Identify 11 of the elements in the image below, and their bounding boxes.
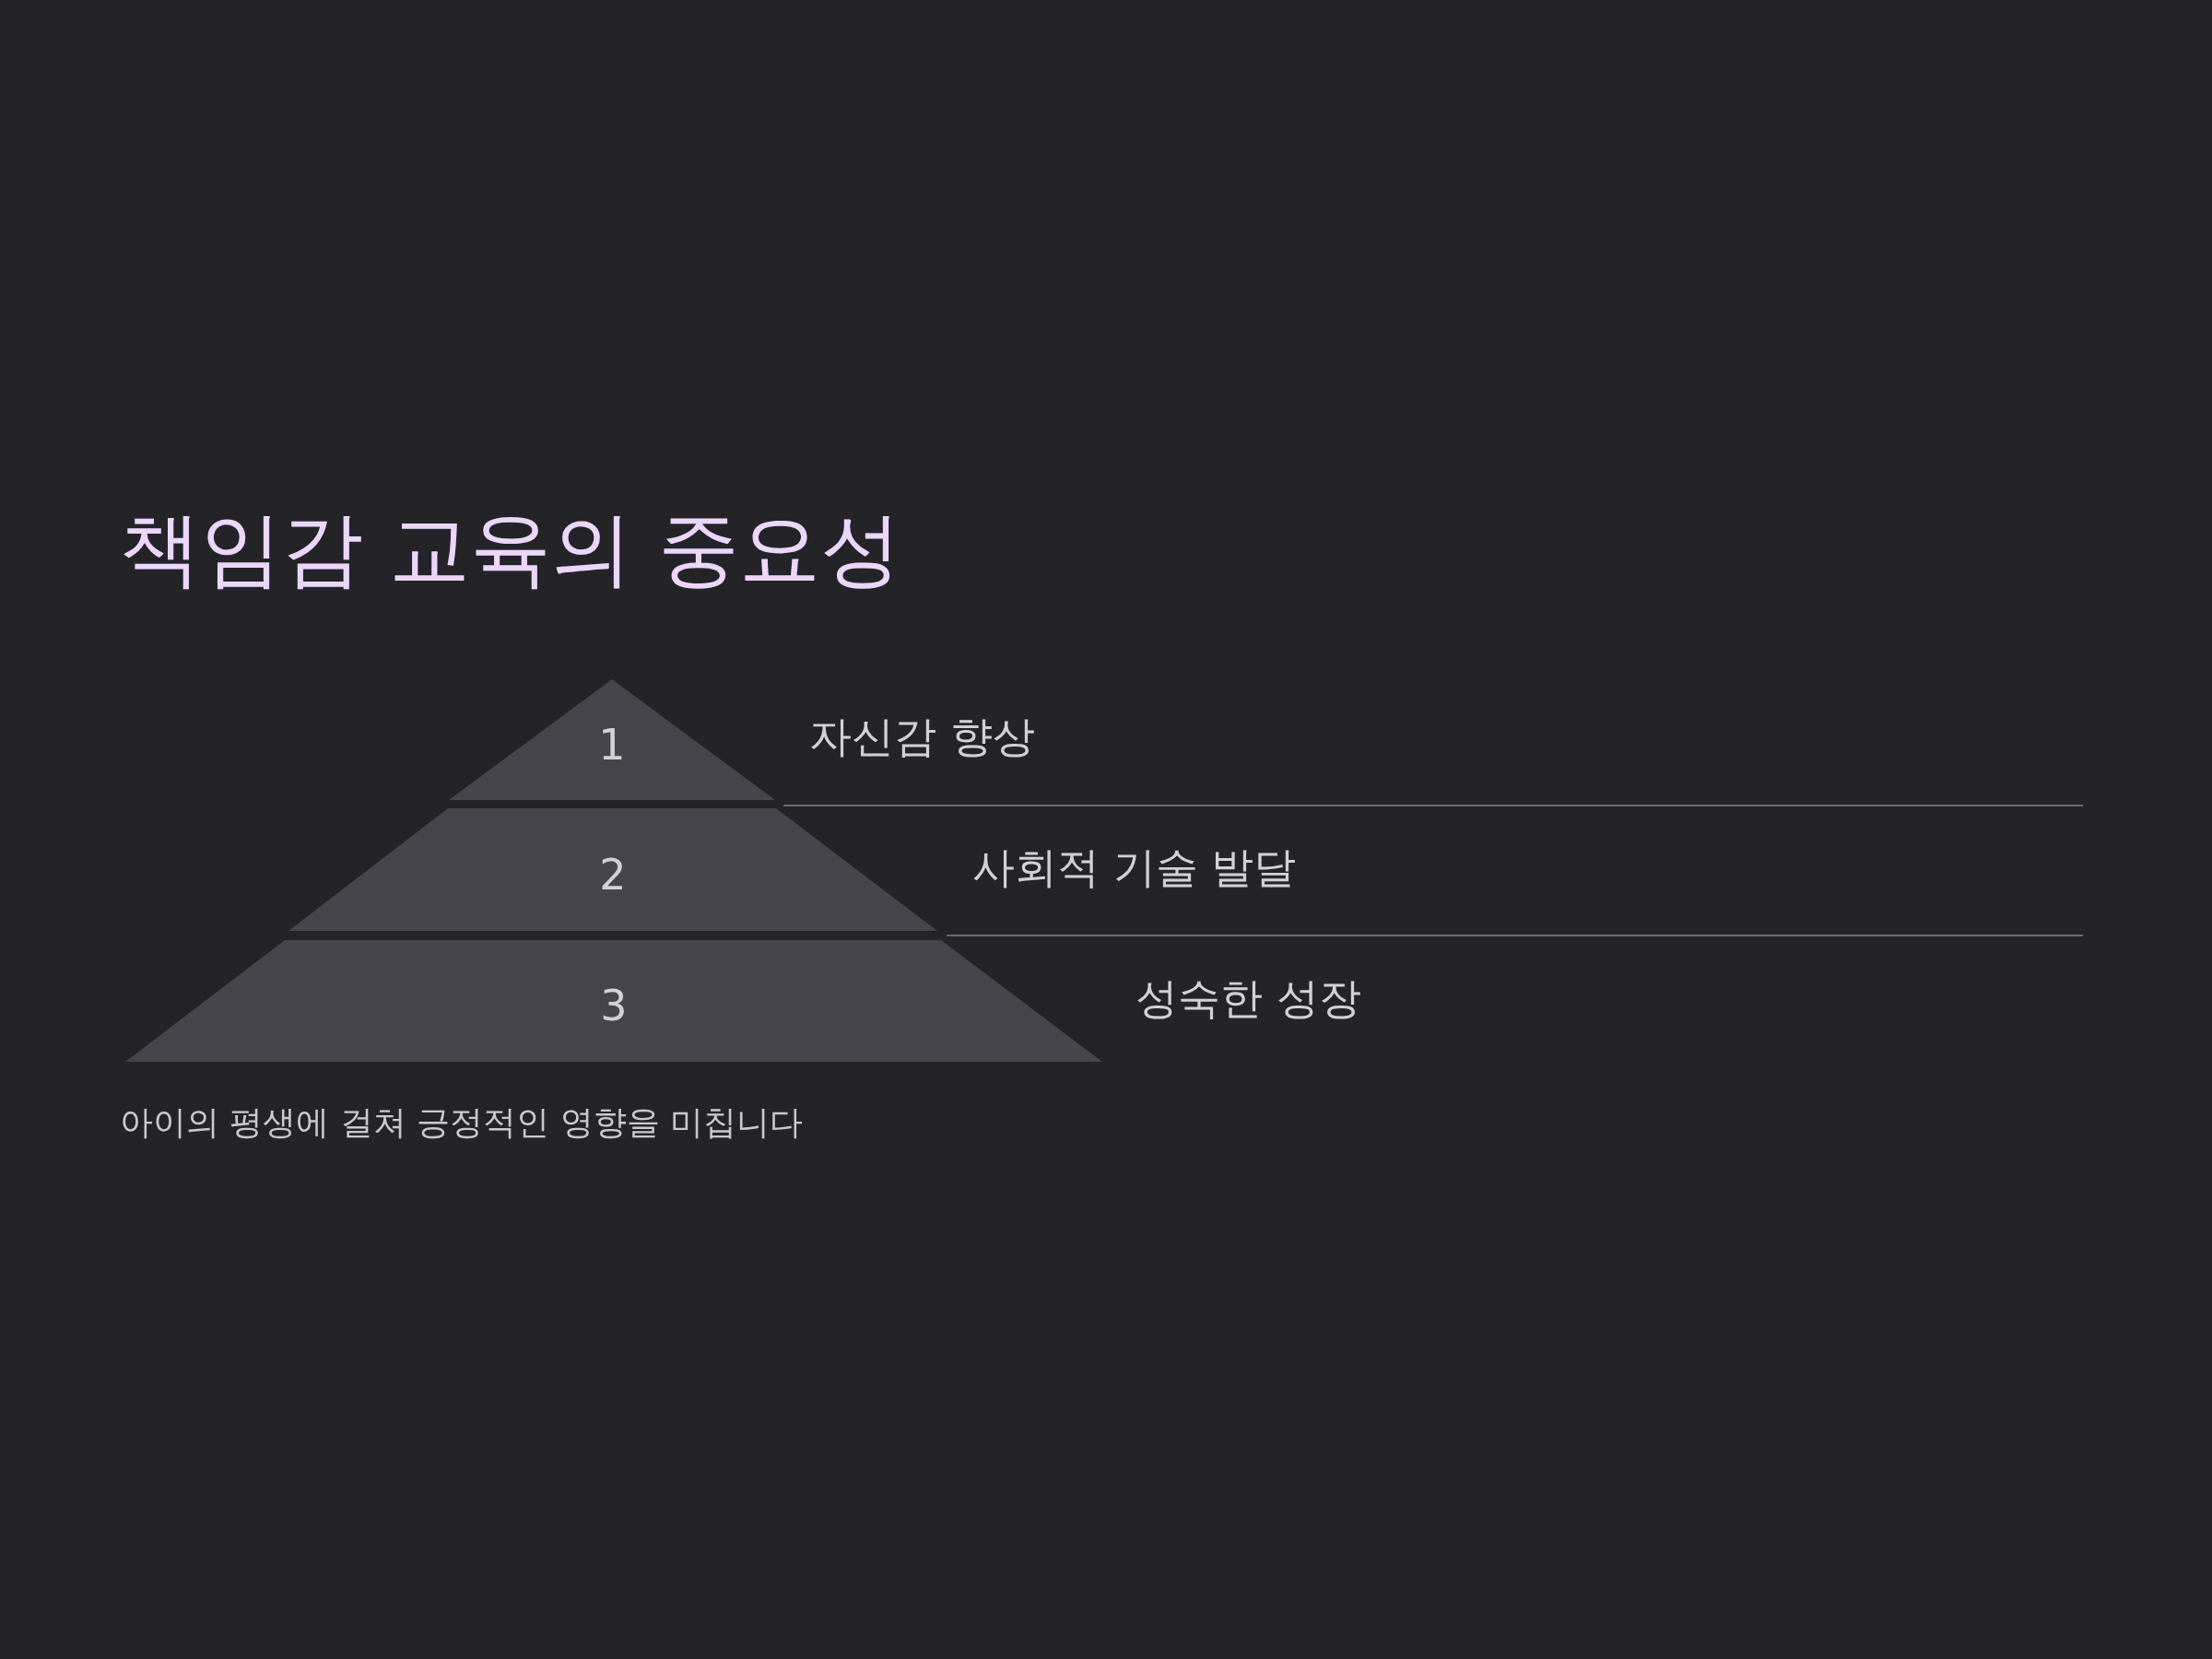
- tier-number: 1: [598, 723, 626, 766]
- tier-label: 사회적 기술 발달: [972, 842, 1297, 894]
- pyramid-tier: [288, 808, 937, 931]
- tier-number: 2: [599, 853, 627, 896]
- tier-number: 3: [600, 983, 628, 1027]
- pyramid-tier: [125, 940, 1102, 1062]
- tier-label: 자신감 향상: [809, 712, 1035, 763]
- title: 책임감 교육의 중요성: [120, 505, 901, 594]
- pyramid-tier: [449, 679, 775, 800]
- caption: 아이의 평생에 걸쳐 긍정적인 영향을 미칩니다: [120, 1102, 804, 1143]
- tier-label: 성숙한 성장: [1135, 973, 1361, 1025]
